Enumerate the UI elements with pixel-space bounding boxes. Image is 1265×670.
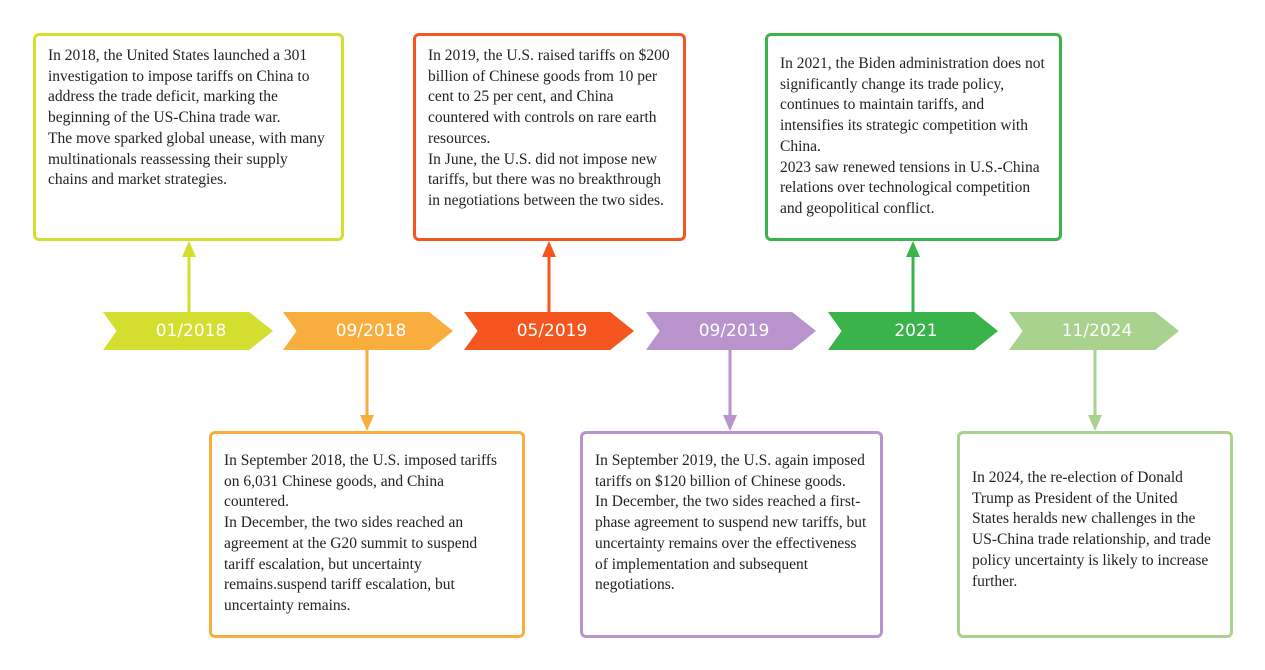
event-text: The move sparked global unease, with man… bbox=[48, 129, 325, 189]
timeline-date-label: 11/2024 bbox=[1061, 321, 1133, 341]
timeline-marker-2018-09: 09/2018 bbox=[283, 312, 453, 350]
connector-arrow-down bbox=[360, 349, 374, 431]
event-card-2019-09: In September 2019, the U.S. again impose… bbox=[580, 431, 883, 638]
event-text: In 2024, the re-election of Donald Trump… bbox=[972, 469, 1211, 590]
timeline-date-label: 05/2019 bbox=[516, 321, 588, 341]
connector-arrow-up bbox=[182, 241, 196, 313]
timeline-date-label: 09/2018 bbox=[335, 321, 407, 341]
connector-arrow-down bbox=[1088, 349, 1102, 431]
timeline-marker-2021: 2021 bbox=[828, 312, 998, 350]
timeline-date-label: 01/2018 bbox=[155, 321, 227, 341]
connector-arrow-up bbox=[542, 241, 556, 313]
timeline-marker-2018-01: 01/2018 bbox=[103, 312, 273, 350]
connector-arrow-up bbox=[906, 241, 920, 313]
timeline-date-label: 2021 bbox=[894, 321, 938, 341]
connector-arrow-down bbox=[723, 349, 737, 431]
timeline-marker-2019-09: 09/2019 bbox=[646, 312, 816, 350]
event-text: In September 2018, the U.S. imposed tari… bbox=[224, 452, 498, 511]
event-text: In September 2019, the U.S. again impose… bbox=[595, 452, 865, 490]
event-text: In December, the two sides reached a fir… bbox=[595, 493, 867, 594]
timeline-marker-2024-11: 11/2024 bbox=[1009, 312, 1179, 350]
event-text: In 2018, the United States launched a 30… bbox=[48, 47, 310, 127]
event-text: In June, the U.S. did not impose new tar… bbox=[428, 150, 664, 209]
event-text: 2023 saw renewed tensions in U.S.-China … bbox=[780, 158, 1040, 217]
event-card-2021: In 2021, the Biden administration does n… bbox=[765, 33, 1062, 241]
event-card-2019-05: In 2019, the U.S. raised tariffs on $200… bbox=[413, 33, 686, 241]
event-text: In 2019, the U.S. raised tariffs on $200… bbox=[428, 47, 670, 147]
event-card-2018-01: In 2018, the United States launched a 30… bbox=[33, 33, 344, 241]
event-text: In December, the two sides reached an ag… bbox=[224, 514, 478, 614]
event-card-2018-09: In September 2018, the U.S. imposed tari… bbox=[209, 431, 525, 638]
event-card-2024-11: In 2024, the re-election of Donald Trump… bbox=[957, 431, 1233, 638]
timeline-marker-2019-05: 05/2019 bbox=[464, 312, 634, 350]
event-text: In 2021, the Biden administration does n… bbox=[780, 55, 1045, 155]
timeline-date-label: 09/2019 bbox=[698, 321, 770, 341]
